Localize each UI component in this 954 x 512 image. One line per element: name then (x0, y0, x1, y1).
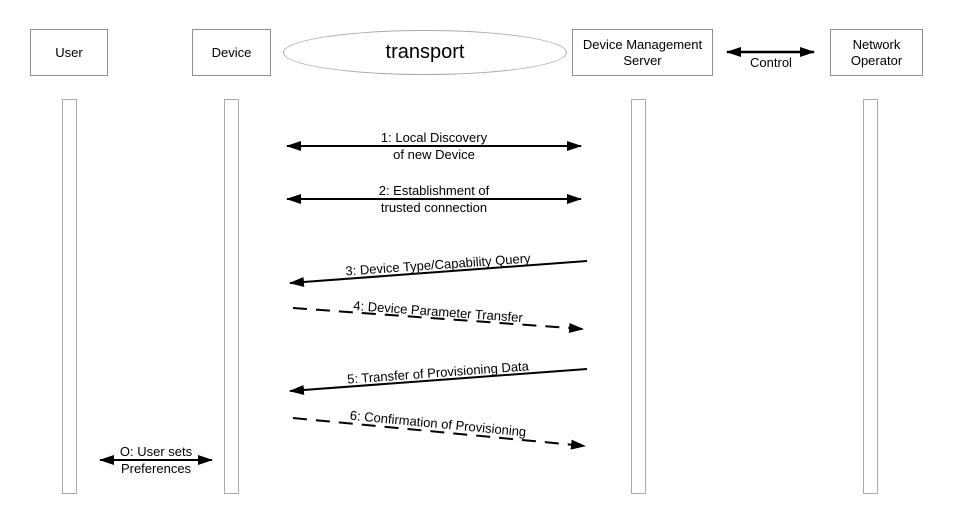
actor-label-dms-line2: Server (623, 52, 662, 68)
actor-box-device-management-server: Device Management Server (572, 29, 713, 76)
actor-label-netop-line1: Network (852, 36, 901, 52)
message-4-arrow (292, 307, 584, 333)
actor-label-user: User (55, 44, 83, 60)
message-1-label-line2: of new Device (393, 147, 475, 162)
lifeline-device-management-server (631, 99, 646, 494)
lifeline-network-operator (863, 99, 878, 494)
actor-box-device: Device (192, 29, 271, 76)
message-1-label-line1: 1: Local Discovery (380, 130, 488, 145)
message-5-arrow (289, 368, 588, 395)
actor-label-netop-line2: Operator (850, 52, 903, 68)
actor-box-user: User (30, 29, 108, 76)
lifeline-device (224, 99, 239, 494)
actor-label-device: Device (211, 44, 252, 60)
lifeline-user (62, 99, 77, 494)
message-o-label-line1: O: User sets (119, 444, 193, 459)
actor-box-network-operator: Network Operator (830, 29, 923, 76)
transport-label: transport (385, 41, 465, 63)
message-o-label-line2: Preferences (120, 461, 192, 476)
transport-ellipse: transport (283, 30, 567, 75)
message-6-arrow (292, 417, 586, 450)
message-2-label-line2: trusted connection (380, 200, 488, 215)
control-label: Control (750, 55, 792, 70)
message-2-label-line1: 2: Establishment of (378, 183, 490, 198)
message-3-arrow (289, 260, 588, 287)
actor-label-dms-line1: Device Management (582, 36, 703, 52)
